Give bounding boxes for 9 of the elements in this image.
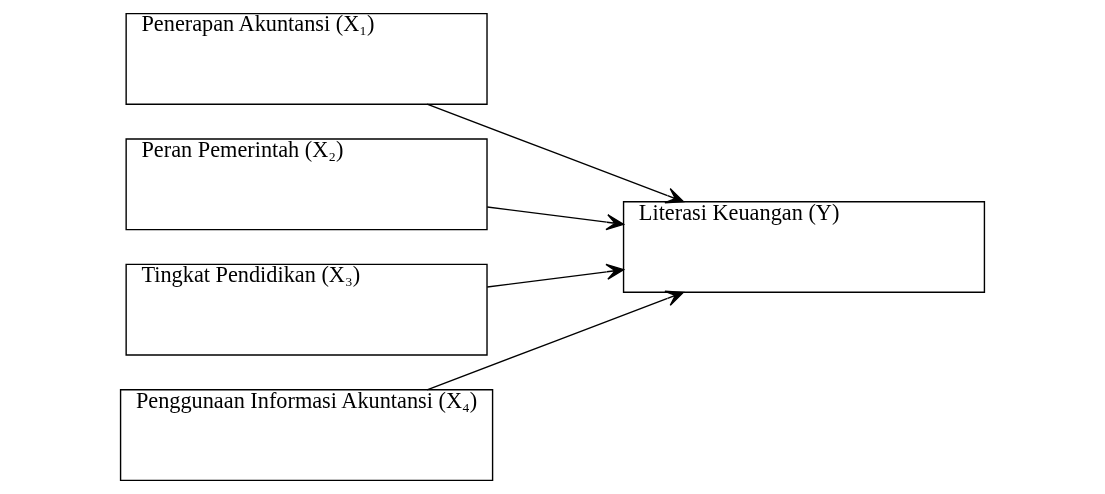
arrow [426, 290, 684, 391]
node-box: Literasi Keuangan (Y) [622, 201, 986, 293]
arrow [426, 103, 684, 204]
arrow [486, 263, 625, 288]
node-box: Penerapan Akuntansi (X₁) [125, 12, 488, 105]
arrow [486, 206, 625, 231]
node-box: Penggunaan Informasi Akuntansi (X₄) [119, 389, 494, 482]
node-box: Peran Pemerintah (X₂) [125, 138, 488, 231]
node-box: Tingkat Pendidikan (X₃) [125, 263, 488, 356]
